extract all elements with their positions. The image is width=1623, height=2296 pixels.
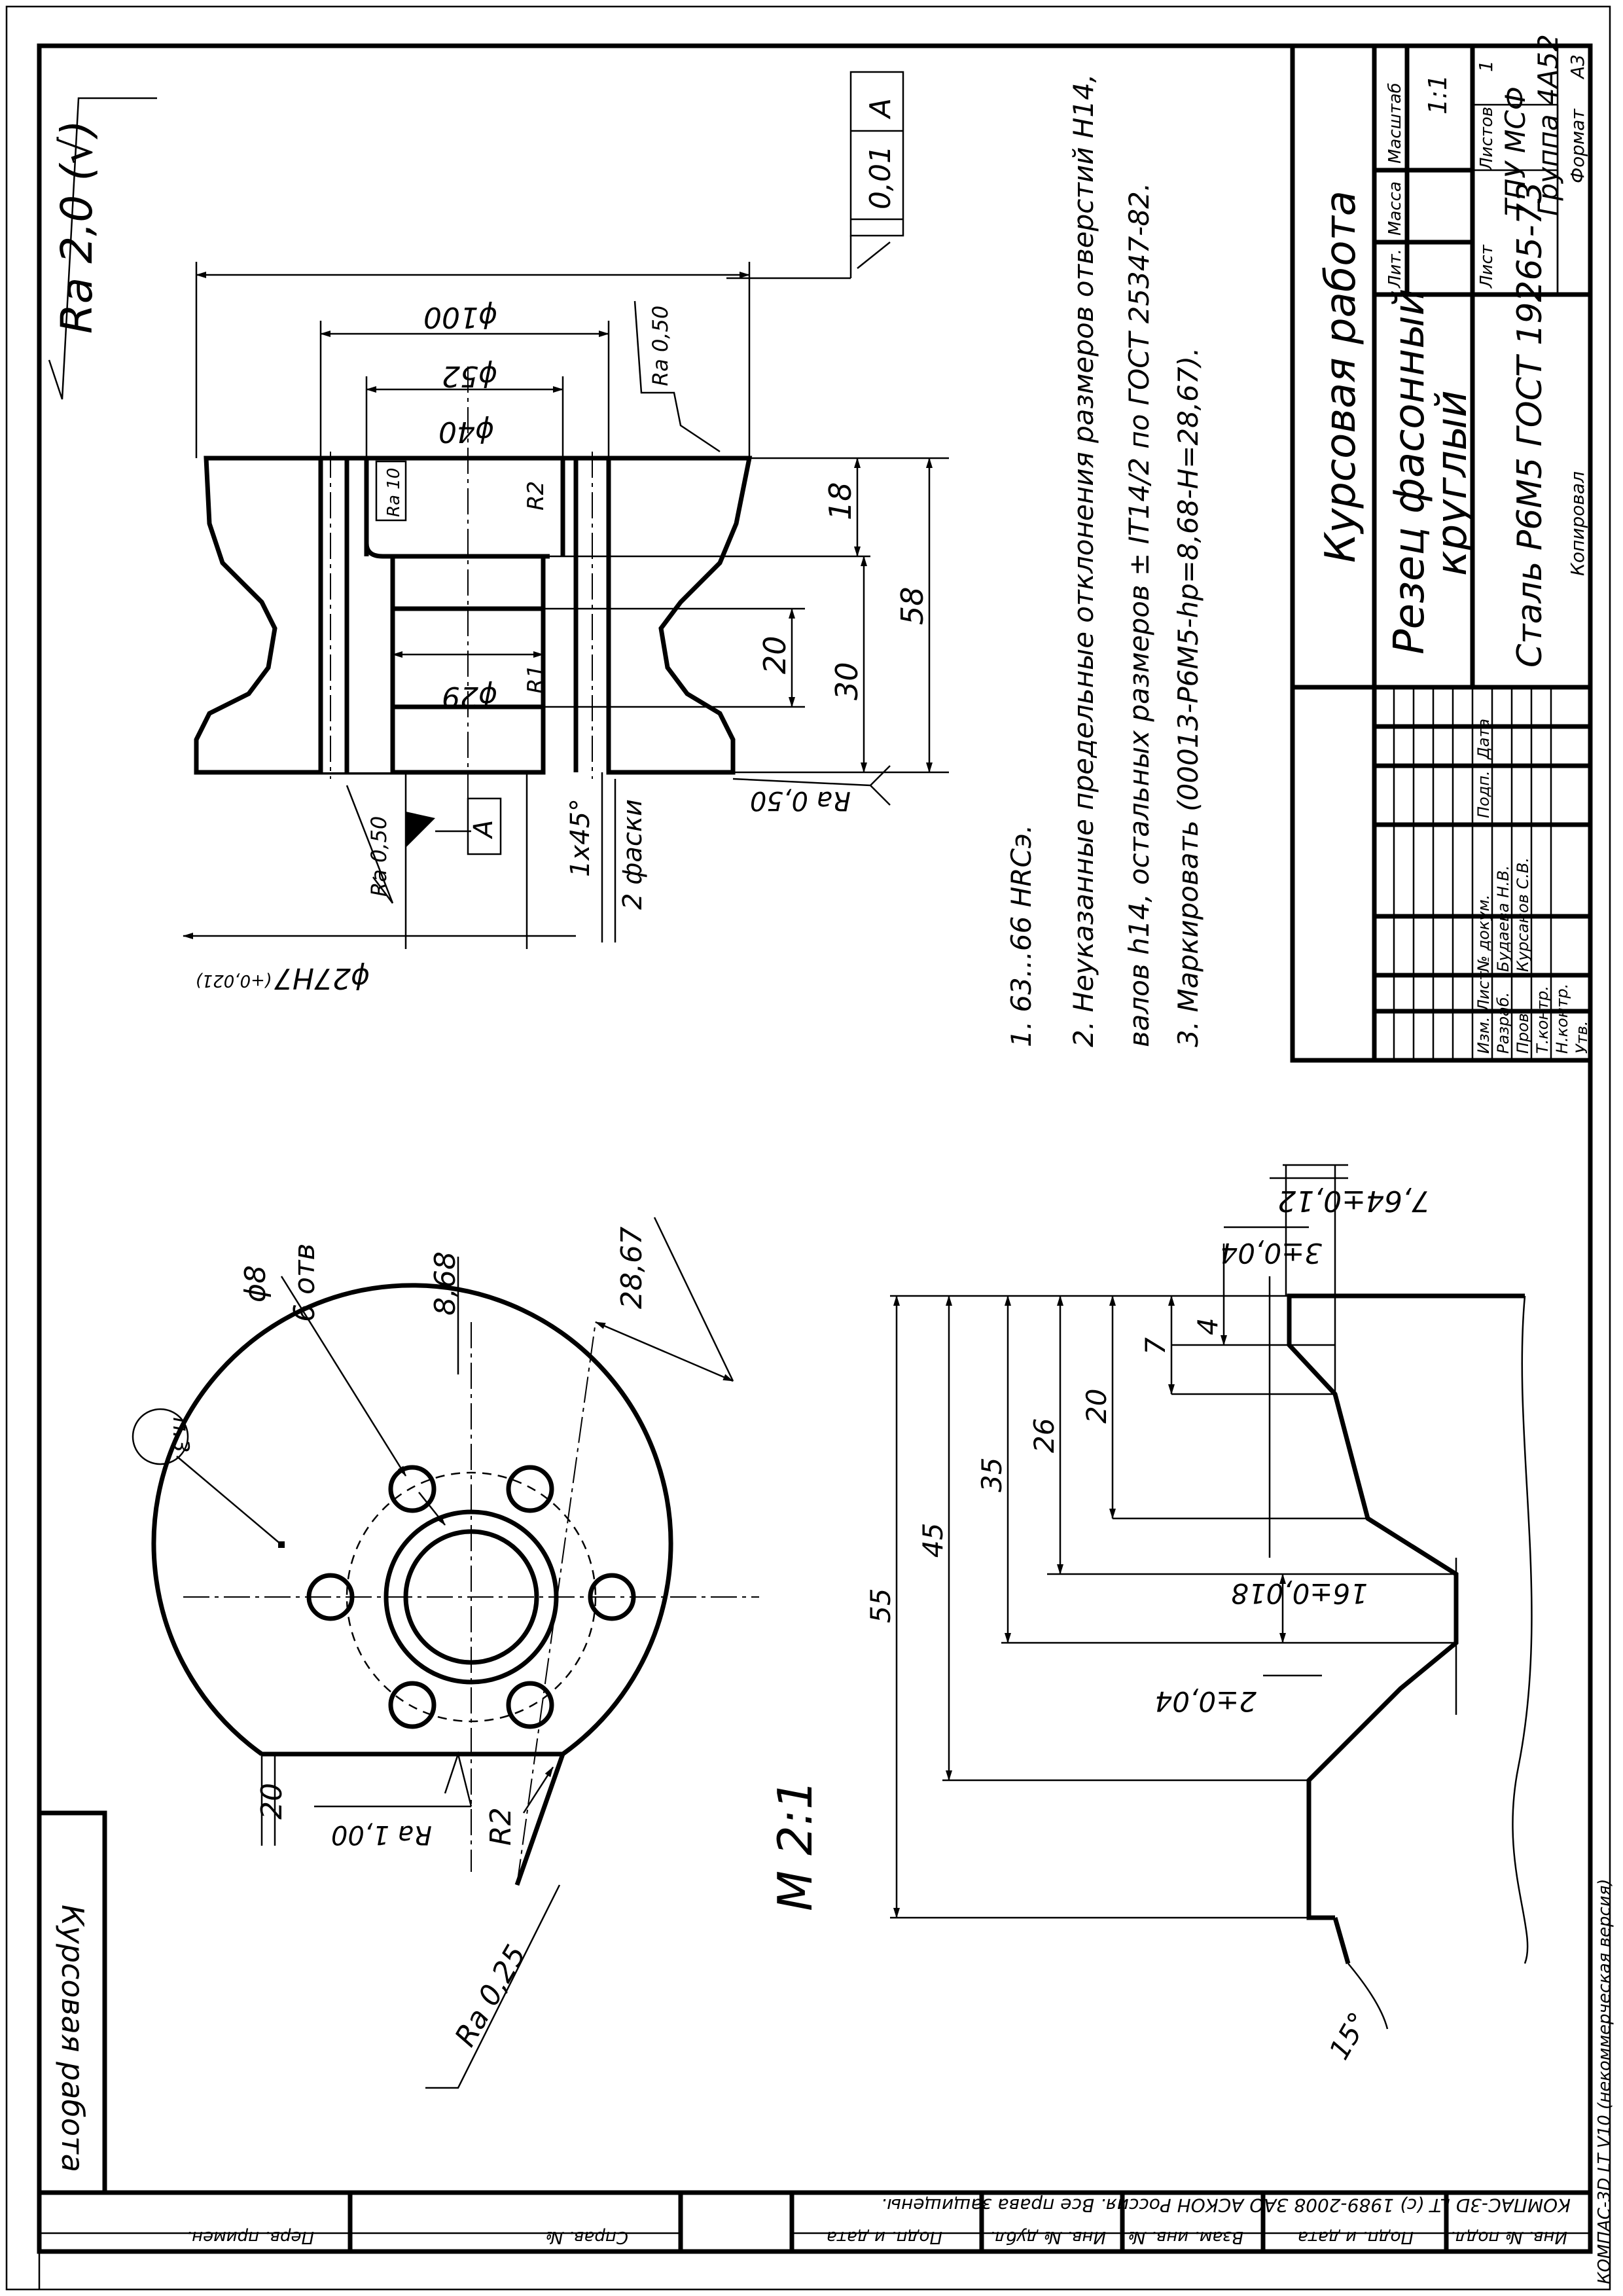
sheets-label: Листов	[1477, 107, 1497, 171]
scale-value: 1:1	[1423, 75, 1452, 115]
copied-label: Копировал	[1567, 471, 1588, 576]
technical-notes: 1. 63...66 HRCэ. 2. Неуказанные предельн…	[1005, 74, 1204, 1047]
dim-20: 20	[757, 636, 793, 674]
ra050-left: Ra 0,50	[366, 816, 391, 897]
chamfer: 1x45°	[565, 798, 596, 877]
dim-55: 55	[865, 1588, 897, 1623]
callout-p3: п.3	[168, 1417, 194, 1453]
dim-18: 18	[823, 482, 858, 520]
org-1: ТПУ МСФ	[1499, 86, 1531, 216]
svg-text:A: A	[469, 820, 499, 840]
lit-label: Лит.	[1385, 249, 1405, 289]
r2-front: R2	[484, 1807, 518, 1846]
list-label: Лист	[1474, 971, 1493, 1012]
version-text: КОМПАС-3D LT V10 (некоммерческая версия)	[1595, 1878, 1614, 2284]
dim-d100: ϕ100	[423, 300, 497, 334]
chamfer-count: 2 фаски	[618, 799, 648, 910]
holes-count: 6 отв	[288, 1244, 321, 1322]
dim-r1: R1	[523, 664, 549, 694]
inner-frame	[37, 43, 1593, 2254]
product-name-1: Резец фасонный	[1385, 289, 1434, 655]
perv-prim-label: Перв. примен.	[187, 2227, 314, 2247]
angle-15: 15°	[1323, 2007, 1375, 2065]
bottom-strip	[38, 2190, 1590, 2289]
format-value: А3	[1567, 54, 1588, 80]
dim-3: 3±0,04	[1221, 1237, 1322, 1269]
vzam-inv-label: Взам. инв. №	[1128, 2227, 1243, 2247]
dim-26: 26	[1028, 1418, 1060, 1453]
dim-20-front: 20	[255, 1783, 289, 1820]
front-view: п.3 ϕ8 6 отв 8,68 28,67 20 Ra 1,00 R2 Ra…	[132, 1217, 823, 2089]
roughness-general-symbol	[48, 97, 157, 400]
side-stamp-box	[37, 1810, 107, 2195]
datum-a-box	[467, 797, 502, 855]
sprav-label: Справ. №	[546, 2227, 628, 2247]
note-3: 3. Маркировать (00013-Р6М5-hр=8,68-Н=28,…	[1172, 348, 1204, 1047]
dim-r2: R2	[523, 481, 549, 511]
ra050-top: Ra 0,50	[648, 306, 673, 386]
tkontr-label: Т.контр.	[1533, 986, 1552, 1054]
inv-podl-label: Инв. № подл.	[1450, 2227, 1567, 2247]
prov-name: Курсанов С.В.	[1514, 857, 1532, 972]
profile-view: 7,64±0,12 3±0,04 4 7 20 26 35 45 55 16±0…	[865, 1164, 1533, 2065]
podp-data2-label: Подп. и дата	[1298, 2227, 1414, 2247]
svg-text:A: A	[864, 98, 897, 120]
dim-28-67: 28,67	[615, 1227, 649, 1309]
nkontr-label: Н.контр.	[1553, 984, 1571, 1054]
dim-16: 16±0,018	[1231, 1577, 1368, 1609]
scale-m21: М 2:1	[768, 1780, 823, 1911]
tolerance-frame: 0,01 A	[726, 71, 904, 279]
holes-d8: ϕ8	[239, 1265, 272, 1302]
product-name-2: круглый	[1428, 390, 1476, 576]
izm-label: Изм.	[1474, 1017, 1493, 1054]
dim-20-profile: 20	[1080, 1389, 1113, 1424]
section-view: ϕ100 ϕ52 ϕ40 ϕ29 R2 R1 Ra 10 Ra 0,50 18 …	[183, 262, 949, 995]
dim-4: 4	[1192, 1318, 1224, 1335]
org-2: Группа 4А52	[1532, 34, 1564, 216]
date-label: Дата	[1474, 719, 1493, 760]
inv-dubl-label: Инв. № дубл.	[990, 2227, 1106, 2247]
ra-1-00: Ra 1,00	[331, 1820, 432, 1850]
roughness-general: Ra 2,0 (√)	[52, 120, 102, 334]
dim-d40: ϕ40	[438, 415, 494, 448]
dim-7-64: 7,64±0,12	[1277, 1184, 1430, 1217]
sheets-count: 1	[1475, 60, 1497, 72]
ra10: Ra 10	[384, 468, 404, 517]
dim-8-68: 8,68	[429, 1251, 462, 1316]
scale-label: Масштаб	[1385, 82, 1405, 164]
side-stamp-text: Курсовая работа	[55, 1905, 90, 2172]
dim-d27: ϕ27H7	[274, 961, 370, 995]
docno-label: № докум.	[1474, 895, 1493, 973]
podp-data-label: Подп. и дата	[827, 2227, 942, 2247]
dim-2: 2±0,04	[1155, 1685, 1257, 1717]
note-2: 2. Неуказанные предельные отклонения раз…	[1067, 74, 1099, 1047]
dim-d27-tol: (+0,021)	[195, 971, 272, 990]
dim-30: 30	[829, 662, 865, 700]
utv-label: Утв.	[1573, 1021, 1591, 1054]
prov-label: Пров.	[1514, 1008, 1532, 1054]
svg-text:0,01: 0,01	[864, 145, 897, 209]
material: Сталь Р6М5 ГОСТ 19265-73	[1510, 181, 1550, 668]
doc-type: Курсовая работа	[1317, 190, 1365, 563]
note-1: 1. 63...66 HRCэ.	[1005, 825, 1037, 1047]
ra-0-25: Ra 0,25	[448, 1939, 533, 2052]
dim-45: 45	[917, 1523, 949, 1558]
sign-label: Подп.	[1474, 770, 1493, 818]
outer-frame	[5, 5, 1611, 2291]
dim-58: 58	[895, 586, 930, 625]
title-block: Курсовая работа Резец фасонный круглый С…	[1290, 34, 1593, 1063]
sheet-label: Лист	[1477, 244, 1497, 289]
dim-7: 7	[1139, 1337, 1171, 1355]
ra050-bottom: Ra 0,50	[750, 785, 851, 816]
razrab-name: Будаева Н.В.	[1494, 865, 1512, 972]
dim-35: 35	[976, 1458, 1008, 1492]
format-label: Формат	[1567, 109, 1588, 183]
razrab-label: Разраб.	[1494, 992, 1512, 1054]
dim-d52: ϕ52	[442, 359, 497, 393]
note-2b: валов h14, остальных размеров ± IT14/2 п…	[1123, 183, 1155, 1047]
copyright-text: КОМПАС-3D LT (с) 1989-2008 ЗАО АСКОН Рос…	[881, 2195, 1571, 2216]
mass-label: Масса	[1385, 181, 1405, 236]
dim-d29: ϕ29	[442, 680, 497, 713]
